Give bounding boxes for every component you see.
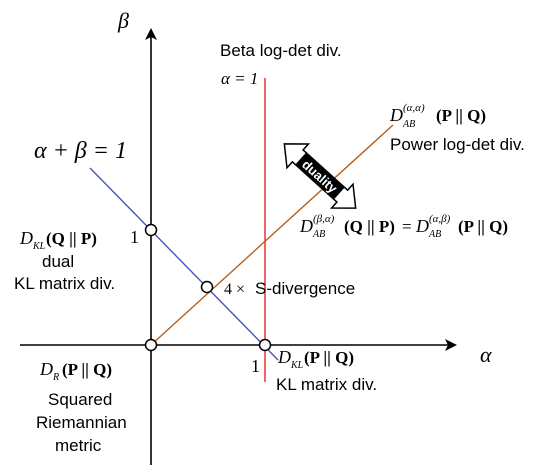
dual-kl-D: D: [19, 228, 33, 248]
point-x-one: [258, 338, 272, 352]
dual-kl-desc-1: dual: [42, 252, 74, 271]
relation-right-D: D: [415, 216, 429, 236]
point-y-one: [144, 223, 158, 237]
duality-arrow: duality: [283, 143, 357, 209]
alpha-plus-beta-equation: α + β = 1: [34, 138, 127, 164]
riemannian-desc-1: Squared: [48, 390, 112, 409]
riemannian-sub: R: [52, 372, 59, 383]
s-divergence-label: S-divergence: [255, 279, 355, 298]
beta-logdet-title: Beta log-det div.: [220, 41, 342, 60]
point-s-divergence: [200, 280, 214, 294]
power-logdet-line: [150, 124, 394, 346]
riemannian-args: (P || Q): [62, 360, 112, 379]
power-logdet-title: Power log-det div.: [390, 135, 525, 154]
relation-left-args: (Q || P): [344, 217, 395, 236]
riemannian-desc-3: metric: [55, 436, 102, 455]
dual-kl-sub: KL: [32, 241, 46, 252]
x-axis-label: α: [480, 342, 492, 367]
y-axis-label: β: [117, 8, 129, 33]
relation-left-sub: AB: [312, 229, 325, 240]
riemannian-D: D: [39, 359, 53, 379]
x-tick-one: 1: [251, 356, 260, 376]
kl-D: D: [277, 347, 291, 367]
relation-right-sub: AB: [428, 229, 441, 240]
kl-sub: KL: [290, 360, 304, 371]
riemannian-desc-2: Riemannian: [36, 413, 127, 432]
kl-formula: D KL (P || Q): [277, 347, 354, 371]
y-tick-one: 1: [130, 227, 139, 247]
beta-logdet-condition: α = 1: [221, 69, 258, 88]
duality-relation: D AB (β,α) (Q || P) = D AB (α,β) (P || Q…: [299, 213, 508, 240]
kl-args: (P || Q): [304, 348, 354, 367]
relation-right-sup: (α,β): [429, 213, 451, 225]
dual-kl-formula: D KL (Q || P): [19, 228, 97, 252]
formula-sub: AB: [402, 119, 415, 130]
kl-desc: KL matrix div.: [276, 375, 377, 394]
s-divergence-factor: 4 ×: [224, 281, 245, 298]
dual-kl-desc-2: KL matrix div.: [14, 274, 115, 293]
formula-D: D: [389, 105, 403, 125]
relation-eq: =: [402, 217, 412, 236]
dual-kl-args: (Q || P): [46, 229, 97, 248]
relation-left-sup: (β,α): [313, 213, 335, 225]
alpha-plus-beta-line: [89, 167, 279, 361]
relation-right-args: (P || Q): [458, 217, 508, 236]
point-origin: [144, 338, 158, 352]
formula-args: (P || Q): [436, 106, 486, 125]
power-logdet-formula: D AB (α,α) (P || Q): [389, 102, 486, 130]
formula-sup: (α,α): [403, 102, 425, 114]
relation-left-D: D: [299, 216, 313, 236]
riemannian-formula: D R (P || Q): [39, 359, 112, 383]
